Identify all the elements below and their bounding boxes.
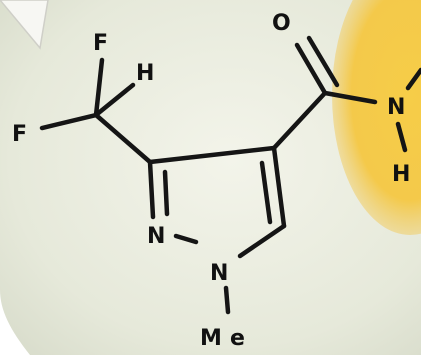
atom-n1: N <box>210 261 228 286</box>
atom-f-top: F <box>93 31 108 56</box>
atom-o: O <box>272 11 291 36</box>
yellow-highlight <box>332 0 421 235</box>
bond-carbonyl-o-inner <box>306 35 340 88</box>
bond-c3-c4 <box>147 145 277 165</box>
bond-n1-n2 <box>173 233 199 245</box>
atom-h-chf2: H <box>136 61 154 86</box>
bond-n-h <box>395 121 408 153</box>
atom-me-e: e <box>230 326 245 351</box>
bond-c-h <box>93 82 136 118</box>
corner-wedge <box>0 0 49 50</box>
bond-c4-c5-inner <box>259 160 273 225</box>
bond-c5-n1 <box>237 223 287 259</box>
bond-c-f-top <box>93 57 105 118</box>
bond-c4-c5 <box>271 145 287 229</box>
atom-labels: F H F O N H N N M e <box>12 11 410 351</box>
atom-me-m: M <box>200 326 222 351</box>
bond-chf2-c3 <box>93 112 153 165</box>
atom-f-left: F <box>12 122 27 147</box>
bond-c-f-left <box>39 112 99 131</box>
bond-carbonyl-n <box>322 90 378 105</box>
bonds <box>39 35 421 315</box>
bond-n-continue <box>405 67 421 91</box>
bond-n1-me <box>223 285 231 315</box>
bond-c4-carbonyl <box>271 90 328 151</box>
bond-carbonyl-o <box>294 42 328 96</box>
bond-n2-c3 <box>147 159 156 220</box>
atom-n-amide: N <box>387 95 405 120</box>
atom-n2: N <box>147 224 165 249</box>
bond-n2-c3-inner <box>162 169 170 217</box>
atom-h-amide: H <box>392 162 410 187</box>
